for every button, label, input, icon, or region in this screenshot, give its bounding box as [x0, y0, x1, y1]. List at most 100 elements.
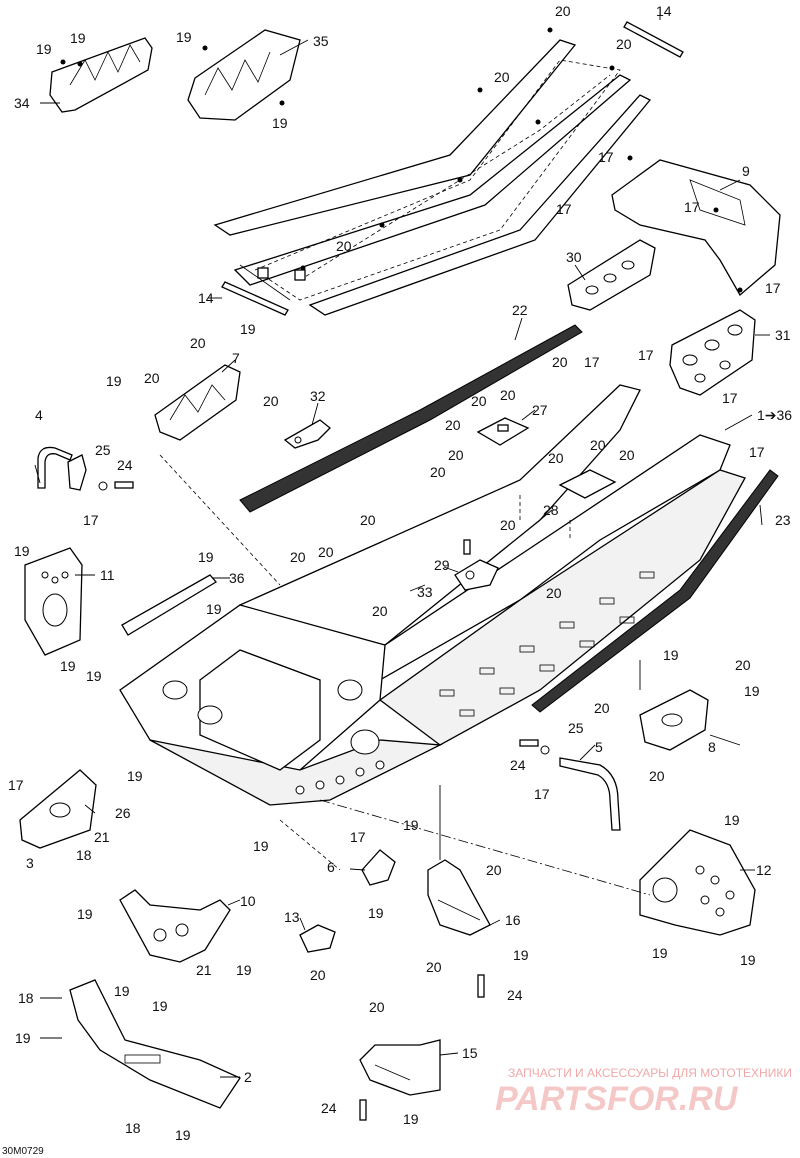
callout-19: 19	[236, 962, 252, 978]
rail-23	[531, 469, 779, 713]
callout-13: 13	[284, 909, 300, 925]
callout-20: 20	[336, 238, 352, 254]
watermark-tagline: ЗАПЧАСТИ И АКСЕССУАРЫ ДЛЯ МОТОТЕХНИКИ	[508, 1066, 792, 1080]
callout-20: 20	[263, 393, 279, 409]
callout-20: 20	[500, 517, 516, 533]
callout-19: 19	[403, 1111, 419, 1127]
bracket-10	[119, 889, 231, 963]
callout-17: 17	[534, 786, 550, 802]
callout-19: 19	[663, 647, 679, 663]
callout-19: 19	[253, 838, 269, 854]
callout-25: 25	[568, 720, 584, 736]
callout-35: 35	[313, 33, 329, 49]
callout-19: 19	[36, 41, 52, 57]
callout-20: 20	[318, 544, 334, 560]
callout-5: 5	[595, 739, 603, 755]
tunnel-1-36	[119, 384, 746, 806]
strip-36	[121, 574, 217, 636]
callout-20: 20	[426, 959, 442, 975]
callout-20: 20	[310, 967, 326, 983]
callout-19: 19	[86, 668, 102, 684]
callout-19: 19	[114, 983, 130, 999]
pin-29	[463, 539, 471, 555]
callout-20: 20	[735, 657, 751, 673]
callout-19: 19	[175, 1127, 191, 1143]
strip-14-bottom	[221, 281, 289, 316]
callout-20: 20	[548, 450, 564, 466]
callout-17: 17	[749, 444, 765, 460]
callout-24: 24	[117, 457, 133, 473]
callout-18: 18	[125, 1120, 141, 1136]
callout-28: 28	[543, 502, 559, 518]
callout-6: 6	[327, 859, 335, 875]
callout-19: 19	[176, 29, 192, 45]
callout-19: 19	[15, 1030, 31, 1046]
plate-11	[24, 547, 83, 656]
callout-19: 19	[652, 945, 668, 961]
callout-9: 9	[742, 163, 750, 179]
callout-20: 20	[372, 603, 388, 619]
callout-17: 17	[684, 199, 700, 215]
callout-20: 20	[360, 512, 376, 528]
callout-17: 17	[584, 354, 600, 370]
callout-20: 20	[190, 335, 206, 351]
bracket-6	[361, 849, 396, 886]
callout-19: 19	[513, 947, 529, 963]
bracket-13	[299, 924, 336, 953]
callout-20: 20	[486, 862, 502, 878]
callout-20: 20	[546, 585, 562, 601]
callout-24: 24	[510, 757, 526, 773]
callout-20: 20	[369, 999, 385, 1015]
handle-5	[519, 739, 621, 831]
bracket-9	[611, 155, 781, 297]
callout-31: 31	[775, 327, 791, 343]
callout-7: 7	[232, 350, 240, 366]
callout-19: 19	[60, 658, 76, 674]
bracket-7	[154, 364, 241, 441]
callout-24: 24	[507, 987, 523, 1003]
callout-17: 17	[722, 390, 738, 406]
callout-19: 19	[403, 817, 419, 833]
callout-17: 17	[83, 512, 99, 528]
callout-19: 19	[740, 952, 756, 968]
callout-18: 18	[18, 990, 34, 1006]
callout-20: 20	[448, 447, 464, 463]
callout-19: 19	[206, 601, 222, 617]
callout-34: 34	[14, 95, 30, 111]
callout-14: 14	[656, 3, 672, 19]
callout-19: 19	[106, 373, 122, 389]
callout-20: 20	[500, 387, 516, 403]
callouts: 20 14 20 19 19 19 35 34 19 20 17 9 17 17…	[8, 3, 792, 1143]
callout-17: 17	[598, 149, 614, 165]
footrest-15	[359, 1039, 441, 1121]
callout-20: 20	[471, 393, 487, 409]
rail-2	[69, 979, 241, 1109]
callout-20: 20	[649, 768, 665, 784]
callout-17: 17	[8, 777, 24, 793]
callout-20: 20	[552, 354, 568, 370]
callout-19: 19	[240, 321, 256, 337]
callout-32: 32	[310, 388, 326, 404]
callout-2: 2	[244, 1069, 252, 1085]
callout-19: 19	[744, 683, 760, 699]
callout-3: 3	[26, 855, 34, 871]
callout-25: 25	[95, 442, 111, 458]
callout-12: 12	[756, 862, 772, 878]
callout-19: 19	[368, 905, 384, 921]
callout-33: 33	[417, 584, 433, 600]
callout-26: 26	[115, 805, 131, 821]
bracket-26	[19, 769, 97, 849]
callout-20: 20	[555, 3, 571, 19]
callout-20: 20	[594, 700, 610, 716]
callout-19: 19	[152, 998, 168, 1014]
leader-lines	[34, 12, 770, 1078]
bracket-27	[476, 417, 530, 446]
callout-20: 20	[144, 370, 160, 386]
callout-20: 20	[619, 447, 635, 463]
callout-19: 19	[77, 906, 93, 922]
rail-22	[239, 324, 583, 513]
callout-20: 20	[290, 549, 306, 565]
callout-27: 27	[532, 402, 548, 418]
drawing-code: 30M0729	[2, 1146, 44, 1157]
